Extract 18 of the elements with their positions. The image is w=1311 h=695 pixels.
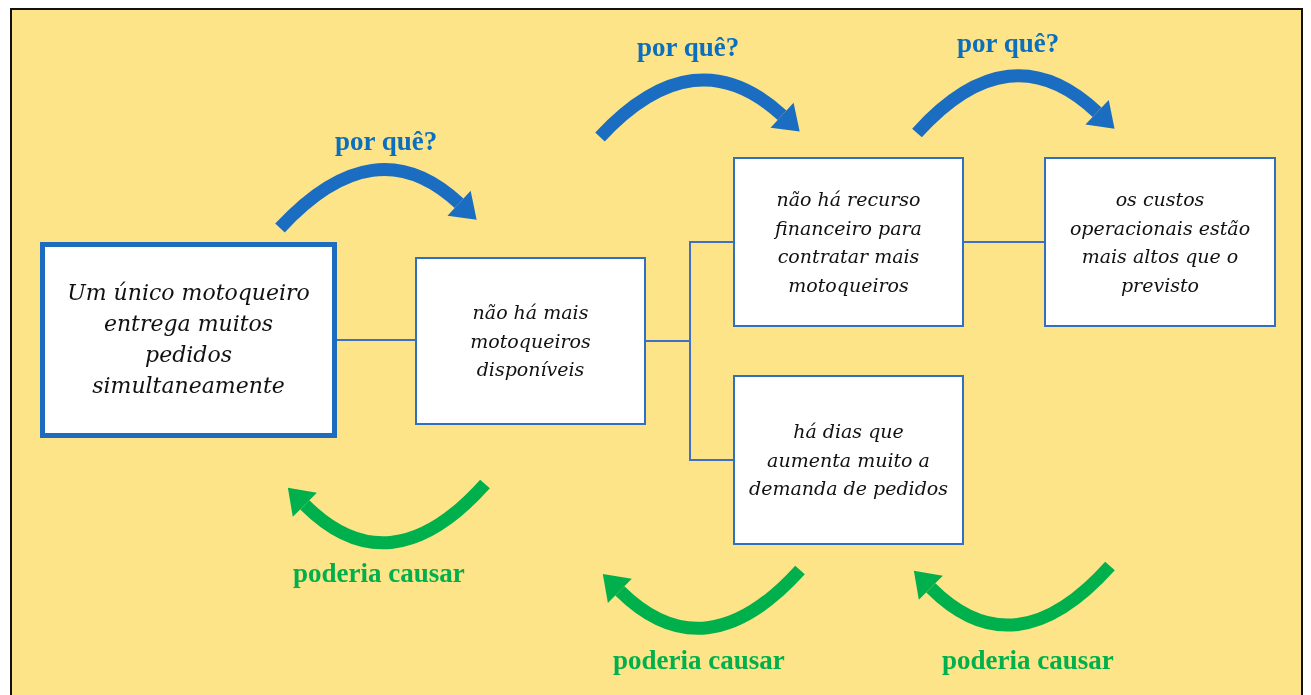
arrow-caption: poderia causar [293, 558, 465, 589]
box-text: os custos operacionais estão mais altos que o previsto [1068, 187, 1252, 298]
text-box [1044, 157, 1276, 327]
text-box [40, 242, 337, 438]
box-text: não há recurso financeiro para contratar mais motoqueiros [773, 187, 923, 298]
connector-line [963, 241, 1045, 243]
arrow-caption: por quê? [957, 28, 1060, 59]
box-text: Um único motoqueiro entrega muitos pedidos simultaneamente [66, 279, 311, 400]
text-box [415, 257, 646, 425]
text-box [733, 157, 964, 327]
box-text: há dias que aumenta muito a demanda de pedidos [749, 419, 948, 502]
text-box [733, 375, 964, 545]
arrow-caption: por quê? [637, 32, 740, 63]
connector-line [336, 339, 416, 341]
box-text: não há mais motoqueiros disponíveis [469, 300, 592, 383]
arrow-caption: por quê? [335, 126, 438, 157]
arrow-caption: poderia causar [613, 645, 785, 676]
arrow-caption: poderia causar [942, 645, 1114, 676]
